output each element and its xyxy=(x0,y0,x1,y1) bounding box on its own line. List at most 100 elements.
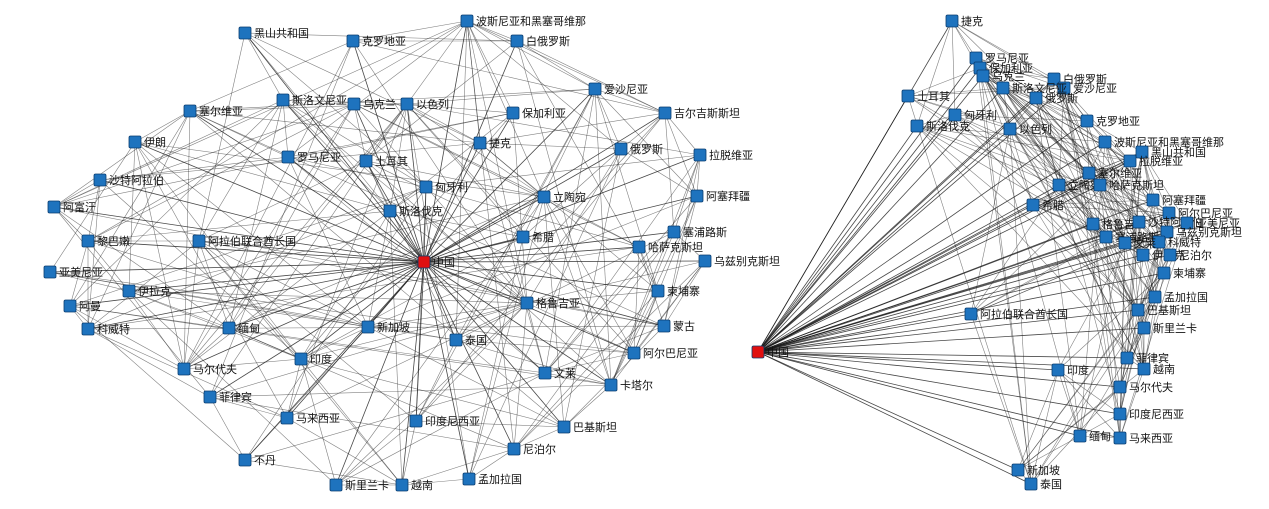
network-edge xyxy=(87,328,211,398)
network-edge xyxy=(757,351,1145,370)
node-label: 泰国 xyxy=(1040,477,1062,491)
node-label: 尼泊尔 xyxy=(1179,249,1212,262)
network-node: 伊朗 xyxy=(128,135,166,149)
node-square xyxy=(557,420,571,434)
node-label: 伊拉克 xyxy=(138,284,171,298)
network-edge xyxy=(389,210,524,238)
network-edge xyxy=(907,87,1065,97)
network-edge xyxy=(1092,223,1121,439)
node-square xyxy=(460,14,474,28)
node-square xyxy=(294,352,308,366)
network-edge xyxy=(1058,87,1065,186)
network-edge xyxy=(53,20,468,208)
node-square xyxy=(183,104,197,118)
network-edge xyxy=(1030,296,1156,485)
network-edge xyxy=(970,231,1168,315)
node-label: 阿拉伯联合酋长国 xyxy=(208,234,296,248)
network-edge xyxy=(423,88,596,263)
network-edge xyxy=(1058,184,1128,359)
node-square xyxy=(359,154,373,168)
node-square xyxy=(1011,463,1025,477)
network-edge xyxy=(415,339,457,422)
network-edge xyxy=(526,302,546,374)
network-node: 沙特阿拉伯 xyxy=(93,173,164,187)
network-node: 巴基斯坦 xyxy=(1131,303,1191,317)
network-edge xyxy=(466,20,518,42)
network-edge xyxy=(757,184,1101,353)
network-edge xyxy=(757,125,918,353)
network-edge xyxy=(189,40,354,112)
network-edge xyxy=(664,112,675,233)
network-node: 罗马尼亚 xyxy=(969,51,1029,65)
network-edge xyxy=(134,141,425,263)
node-label: 哈萨克斯坦 xyxy=(648,240,703,254)
node-square xyxy=(1180,216,1194,230)
node-square xyxy=(43,265,57,279)
network-edge xyxy=(1017,309,1139,471)
network-node: 新加坡 xyxy=(361,320,410,334)
network-edge xyxy=(406,103,701,156)
network-edge xyxy=(620,148,698,197)
network-edge xyxy=(1137,222,1188,311)
node-label: 马尔代夫 xyxy=(193,363,237,376)
network-edge xyxy=(479,142,659,292)
network-node: 伊拉克 xyxy=(122,284,171,298)
network-edge xyxy=(353,103,640,248)
network-node: 文莱 xyxy=(1118,236,1156,250)
network-edge xyxy=(282,99,391,212)
network-edge xyxy=(1126,199,1154,359)
node-label: 乌克兰 xyxy=(992,69,1025,83)
network-edge xyxy=(1032,204,1139,311)
network-edge xyxy=(53,110,191,208)
node-square xyxy=(276,93,290,107)
network-edge xyxy=(522,148,622,238)
node-label: 俄罗斯 xyxy=(630,143,663,156)
node-label: 中国 xyxy=(433,256,455,269)
node-square xyxy=(658,106,672,120)
network-node: 立陶宛 xyxy=(537,190,586,204)
node-square xyxy=(667,225,681,239)
network-node: 阿拉伯联合酋长国 xyxy=(192,234,296,248)
network-edge xyxy=(1105,236,1139,311)
network-edge xyxy=(69,240,89,307)
network-node: 科威特 xyxy=(81,322,130,336)
network-edge xyxy=(53,206,665,327)
network-edge xyxy=(513,302,528,450)
network-edge xyxy=(975,57,1143,153)
network-edge xyxy=(287,112,514,158)
network-edge xyxy=(757,241,1160,353)
network-edge xyxy=(1099,184,1107,238)
node-label: 越南 xyxy=(411,478,433,492)
network-edge xyxy=(189,110,481,144)
node-square xyxy=(222,321,236,335)
node-label: 克罗地亚 xyxy=(1096,115,1140,128)
network-edge xyxy=(594,88,698,197)
network-edge xyxy=(300,326,369,360)
network-edge xyxy=(423,261,659,292)
node-label: 菲律宾 xyxy=(219,390,252,404)
network-edge xyxy=(1124,242,1139,311)
network-edge xyxy=(99,156,289,181)
network-node: 泰国 xyxy=(449,333,487,347)
node-label: 捷克 xyxy=(961,14,983,28)
network-edge xyxy=(209,396,515,450)
network-edge xyxy=(563,148,622,428)
network-edge xyxy=(128,290,185,370)
node-square xyxy=(976,69,990,83)
network-edge xyxy=(543,196,640,248)
network-edge xyxy=(526,290,659,304)
network-edge xyxy=(244,326,369,461)
network-edge xyxy=(244,32,481,144)
node-label: 俄罗斯 xyxy=(1045,92,1078,105)
network-edge xyxy=(633,290,659,354)
node-label: 黑山共和国 xyxy=(1151,146,1206,159)
node-square xyxy=(614,142,628,156)
network-edge xyxy=(757,254,1144,353)
network-edge xyxy=(183,103,355,370)
network-edge xyxy=(970,313,1032,485)
network-edge xyxy=(907,87,1004,97)
node-square xyxy=(395,478,409,492)
network-edge xyxy=(425,186,640,248)
network-edge xyxy=(1032,160,1131,206)
